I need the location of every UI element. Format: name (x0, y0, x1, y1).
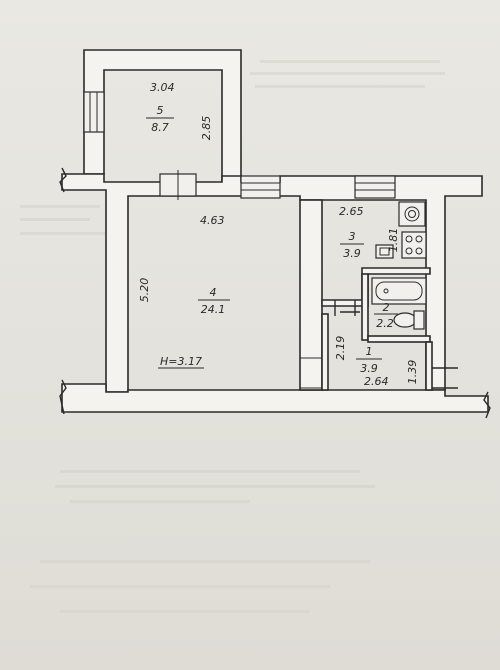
bathtub-icon (371, 277, 427, 305)
room-1-area: 3.9 (360, 362, 378, 375)
kitchen-stove-burners-icon (401, 231, 427, 259)
room-4-area: 24.1 (201, 303, 226, 316)
room-1-depth: 2.19 (334, 336, 347, 361)
kitchen-window (354, 175, 396, 199)
room-5-window (83, 91, 105, 133)
room-2-number: 2 (383, 301, 390, 314)
room-3-area: 3.9 (343, 247, 361, 260)
room-1-side: 1.39 (406, 360, 419, 385)
room-2-area: 2.2 (376, 317, 394, 330)
room-4-number: 4 (210, 286, 217, 299)
room-3-number: 3 (349, 230, 356, 243)
entrance-door (432, 367, 458, 389)
room-1-number: 1 (366, 345, 373, 358)
break-marks (59, 167, 491, 419)
room-5-area: 8.7 (151, 121, 169, 134)
room-1-width: 2.64 (364, 375, 389, 388)
room-5-depth: 2.85 (200, 116, 213, 141)
partition-room4-kitchen (299, 199, 323, 391)
kitchen-sink-icon (375, 244, 394, 259)
room-5-number: 5 (157, 104, 164, 117)
bathroom-wall (361, 273, 369, 341)
balcony-door (159, 170, 197, 200)
bottom-exterior-wall (61, 383, 489, 413)
stove-icon (398, 201, 426, 227)
toilet-icon (393, 310, 425, 330)
room-4-window (240, 175, 281, 199)
room-4-width: 4.63 (200, 214, 225, 227)
room-3-depth: 1.81 (387, 228, 400, 253)
hall-wall-right (425, 341, 433, 391)
background-ghost-text (20, 60, 445, 613)
room-5-width: 3.04 (150, 81, 175, 94)
room-3-width: 2.65 (339, 205, 364, 218)
room-4-depth: 5.20 (138, 278, 151, 303)
ceiling-height: H=3.17 (160, 355, 202, 368)
hall-wall-left (321, 313, 329, 391)
